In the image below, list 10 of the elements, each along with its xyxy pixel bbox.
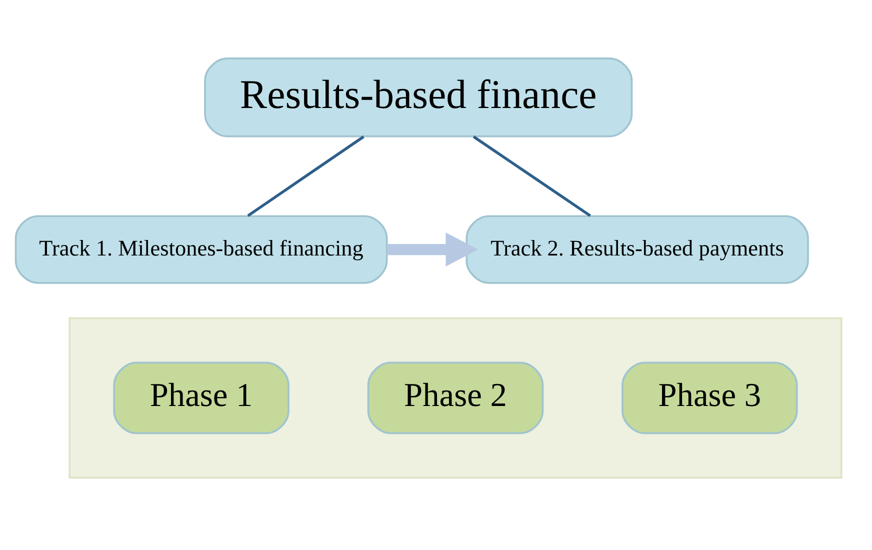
node-box: Results-based finance (204, 57, 633, 137)
cluster (68, 316, 842, 478)
connector (247, 135, 364, 216)
node-box: Track 2. Results-based payments (466, 214, 809, 284)
node-box: Phase 1 (113, 361, 290, 434)
node-box: Track 1. Milestones-based financing (14, 214, 388, 284)
node-box: Phase 3 (622, 361, 798, 434)
node-box: Phase 2 (367, 361, 544, 434)
connector (472, 135, 592, 216)
arrow (386, 232, 478, 266)
